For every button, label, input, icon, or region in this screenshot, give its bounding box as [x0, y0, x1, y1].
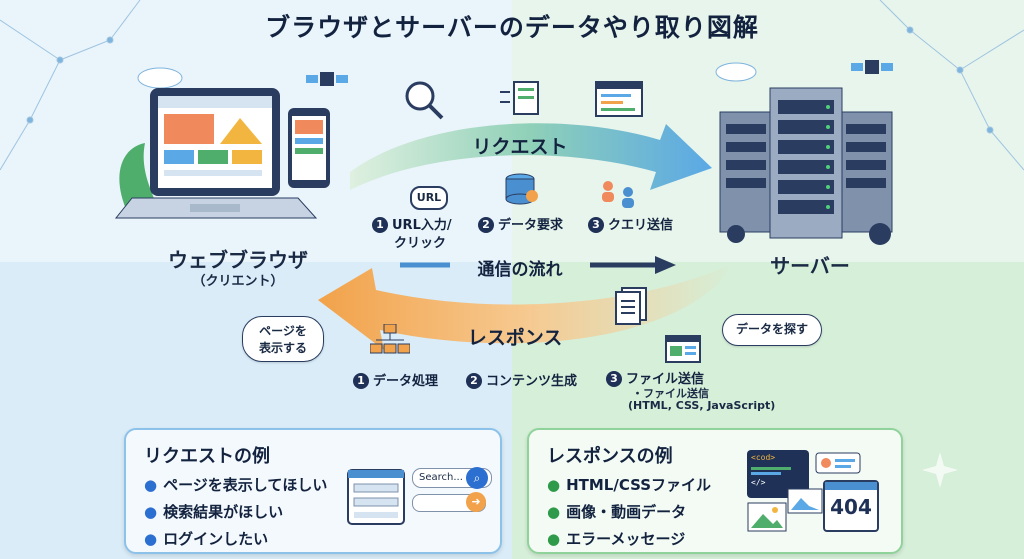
- request-example-card: リクエストの例 ●ページを表示してほしい ●検索結果がほしい ●ログインしたい …: [124, 428, 502, 554]
- browser-window-icon: [665, 335, 701, 363]
- list-item: ●ページを表示してほしい: [144, 476, 328, 494]
- form-window-icon: [347, 469, 405, 525]
- list-item: ●ログインしたい: [144, 530, 269, 548]
- list-item: ●エラーメッセージ: [547, 530, 686, 548]
- bubble-show-page: ページを 表示する: [242, 316, 324, 362]
- error-code: 404: [830, 495, 872, 519]
- server-label: サーバー: [770, 254, 850, 278]
- list-item: ●HTML/CSSファイル: [547, 476, 712, 494]
- request-step-3: 3 クエリ送信: [588, 214, 673, 233]
- magnifier-icon: [405, 81, 444, 120]
- step-number: 3: [588, 217, 604, 233]
- profile-card-icon: [815, 452, 861, 474]
- request-step-1-text: URL入力/: [392, 218, 452, 233]
- response-step-3-sub1: ・ファイル送信: [632, 387, 709, 400]
- request-card-list: ●ページを表示してほしい ●検索結果がほしい ●ログインしたい: [144, 474, 327, 555]
- step-number: 1: [353, 373, 369, 389]
- database-icon: [505, 173, 538, 205]
- response-card-list: ●HTML/CSSファイル ●画像・動画データ ●エラーメッセージ: [547, 474, 711, 555]
- search-button-icon[interactable]: ⌕: [466, 467, 488, 489]
- request-step-3-text: クエリ送信: [608, 218, 674, 233]
- response-step-3-text: ファイル送信: [626, 372, 705, 387]
- page-title: ブラウザとサーバーのデータやり取り図解: [265, 13, 759, 42]
- list-item-text: 画像・動画データ: [566, 503, 687, 521]
- bubble-show-page-line1: ページを: [259, 324, 307, 338]
- browser-label: ウェブブラウザ: [168, 248, 308, 272]
- list-item-text: エラーメッセージ: [566, 530, 686, 548]
- photo-icon: [787, 488, 823, 514]
- response-card-heading: レスポンスの例: [547, 446, 673, 467]
- url-badge: URL: [410, 186, 448, 210]
- response-step-3: 3 ファイル送信: [606, 368, 704, 387]
- image-icon: [747, 502, 787, 532]
- step-number: 2: [466, 373, 482, 389]
- browser-sublabel: （クリエント）: [192, 274, 284, 289]
- users-exchange-icon: [602, 181, 634, 208]
- documents-icon: [615, 287, 647, 325]
- step-number: 1: [372, 217, 388, 233]
- request-step-1-line2: クリック: [394, 236, 447, 251]
- request-arrow: [350, 123, 712, 190]
- request-step-2-text: データ要求: [498, 218, 564, 233]
- step-number: 3: [606, 371, 622, 387]
- response-step-2: 2 コンテンツ生成: [466, 370, 577, 389]
- request-step-1: 1 URL入力/: [372, 214, 452, 233]
- submit-arrow-icon[interactable]: ➜: [466, 492, 486, 512]
- document-transfer-icon: [500, 81, 539, 115]
- response-step-3-sub2: (HTML, CSS, JavaScript): [628, 399, 776, 412]
- code-close-tag: </>: [751, 478, 766, 487]
- bubble-find-data: データを探す: [722, 314, 822, 346]
- step-number: 2: [478, 217, 494, 233]
- list-item-text: 検索結果がほしい: [163, 503, 284, 521]
- bubble-show-page-line2: 表示する: [258, 341, 307, 355]
- request-top-icons: [405, 81, 643, 120]
- response-arrow: [318, 262, 735, 350]
- flow-label: 通信の流れ: [477, 260, 563, 280]
- code-tag: <cod>: [751, 453, 776, 462]
- list-item-text: ページを表示してほしい: [163, 476, 328, 494]
- response-example-card: レスポンスの例 ●HTML/CSSファイル ●画像・動画データ ●エラーメッセー…: [527, 428, 903, 554]
- flowchart-icon: [370, 324, 410, 354]
- response-label: レスポンス: [467, 327, 563, 349]
- response-step-2-text: コンテンツ生成: [486, 374, 578, 389]
- laptop-icon: [114, 67, 348, 219]
- server-icon: [715, 60, 893, 245]
- list-item: ●検索結果がほしい: [144, 503, 284, 521]
- code-window-icon: [595, 81, 643, 117]
- list-item-text: HTML/CSSファイル: [566, 476, 712, 494]
- response-step-1: 1 データ処理: [353, 370, 438, 389]
- request-step-2: 2 データ要求: [478, 214, 563, 233]
- error-page-icon: 404: [823, 480, 879, 532]
- request-label: リクエスト: [472, 136, 568, 158]
- list-item-text: ログインしたい: [163, 530, 269, 548]
- sparkle-icon: [922, 452, 958, 488]
- response-step-1-text: データ処理: [373, 374, 439, 389]
- list-item: ●画像・動画データ: [547, 503, 687, 521]
- request-card-heading: リクエストの例: [144, 446, 270, 467]
